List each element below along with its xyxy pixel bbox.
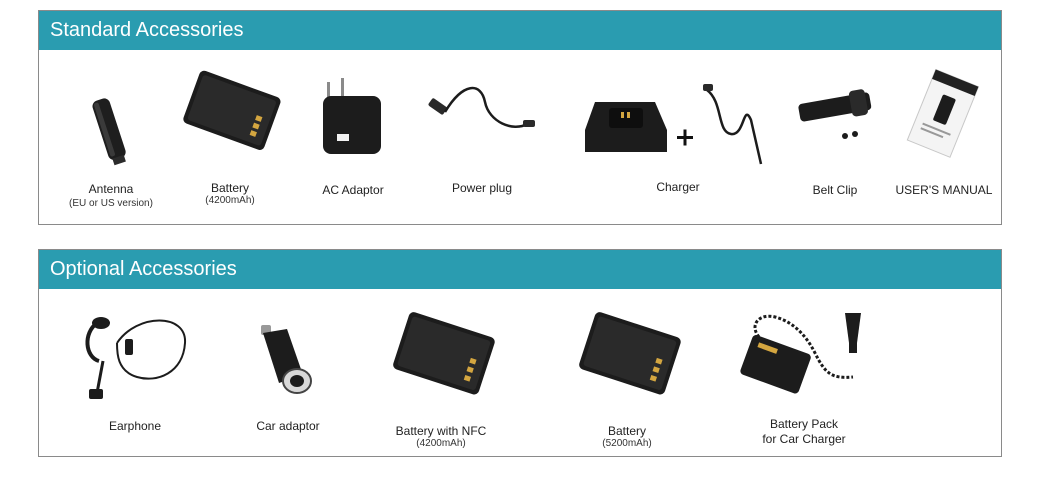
- ac-adaptor-label: AC Adaptor: [322, 183, 384, 197]
- power-plug-label: Power plug: [451, 181, 513, 195]
- belt-clip-icon: [798, 89, 872, 139]
- belt-clip-label: Belt Clip: [812, 183, 858, 197]
- accessory-battery: Battery (4200mAh): [167, 50, 293, 226]
- battery-pack-label-line2: for Car Charger: [762, 432, 846, 446]
- accessory-users-manual: USER'S MANUAL: [887, 50, 1001, 226]
- battery-icon: [183, 70, 281, 150]
- accessory-battery-nfc: Battery with NFC (4200mAh): [379, 289, 503, 457]
- battery-5200-label: Battery: [607, 424, 646, 438]
- accessory-charger: Charger: [573, 50, 783, 226]
- optional-accessories-panel: Optional Accessories Earphone Car adapto…: [38, 249, 1002, 457]
- accessory-battery-pack: Battery Pack for Car Charger: [727, 289, 881, 457]
- battery-nfc-sub: (4200mAh): [416, 438, 466, 449]
- earphone-icon: [85, 317, 187, 399]
- battery-nfc-label: Battery with NFC: [395, 424, 487, 438]
- antenna-icon: [92, 98, 126, 166]
- charger-icon: [585, 84, 763, 165]
- battery-sub: (4200mAh): [205, 195, 255, 206]
- ac-adaptor-icon: [323, 78, 381, 154]
- battery-label: Battery: [210, 181, 249, 195]
- manual-icon: [906, 68, 980, 158]
- battery-pack-icon: [740, 313, 861, 394]
- standard-accessories-title: Standard Accessories: [39, 11, 1001, 50]
- battery-icon: [393, 312, 495, 395]
- antenna-label: Antenna: [88, 182, 134, 196]
- standard-accessories-panel: Standard Accessories Antenna (EU or US v…: [38, 10, 1002, 225]
- earphone-label: Earphone: [108, 419, 162, 433]
- car-adaptor-icon: [261, 325, 312, 394]
- power-cable-icon: [428, 86, 535, 128]
- accessory-car-adaptor: Car adaptor: [229, 289, 347, 457]
- optional-accessories-title: Optional Accessories: [39, 250, 1001, 289]
- accessory-belt-clip: Belt Clip: [787, 50, 883, 226]
- car-adaptor-label: Car adaptor: [256, 419, 320, 433]
- users-manual-label: USER'S MANUAL: [895, 183, 993, 197]
- antenna-sub: (EU or US version): [69, 198, 153, 209]
- accessory-antenna: Antenna (EU or US version): [49, 50, 173, 226]
- accessory-power-plug: Power plug: [417, 50, 547, 226]
- accessory-ac-adaptor: AC Adaptor: [297, 50, 409, 226]
- accessory-earphone: Earphone: [69, 289, 201, 457]
- charger-label: Charger: [656, 180, 700, 194]
- battery-pack-label: Battery Pack: [769, 417, 839, 431]
- battery-5200-sub: (5200mAh): [602, 438, 652, 449]
- accessory-battery-5200: Battery (5200mAh): [565, 289, 689, 457]
- battery-icon: [579, 312, 681, 395]
